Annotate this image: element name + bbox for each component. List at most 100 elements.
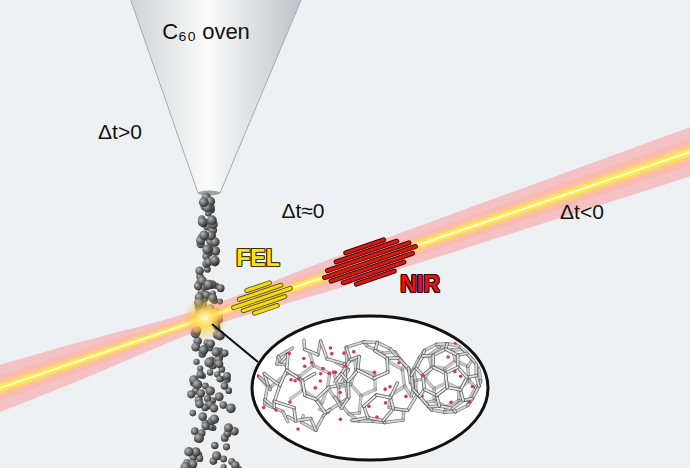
panel-frame bbox=[0, 31, 68, 220]
fullerene-cage-part bbox=[280, 370, 287, 385]
fullerene-cage-part bbox=[446, 367, 458, 373]
molecule-beam-part bbox=[187, 390, 195, 398]
diffraction-image-part bbox=[398, 34, 682, 150]
fullerene-cage-part bbox=[433, 349, 445, 355]
fullerene-cage-part bbox=[390, 398, 393, 409]
fullerene-cage-part bbox=[327, 359, 344, 364]
detector-seam bbox=[162, 28, 164, 118]
fullerene-cage-part bbox=[364, 395, 377, 406]
fullerene-cage-part bbox=[302, 381, 304, 396]
diffraction-image-part bbox=[248, 20, 380, 192]
fullerene-cage-part bbox=[467, 353, 476, 363]
fullerene-cage-part bbox=[432, 410, 445, 413]
molecule-beam-part bbox=[215, 392, 224, 401]
fullerene-cage-part bbox=[433, 367, 445, 373]
fullerene-cage-part bbox=[402, 370, 404, 387]
diffraction-image bbox=[0, 40, 60, 118]
fullerene-cage-part bbox=[446, 373, 448, 387]
atom-dot bbox=[352, 350, 356, 354]
text-holder: C₆₀ oven bbox=[162, 19, 250, 44]
molecule-beam-part bbox=[210, 256, 219, 265]
molecule-beam-part bbox=[221, 464, 227, 468]
molecule-beam-part bbox=[220, 456, 227, 463]
fullerene-cage-part bbox=[411, 375, 413, 389]
fullerene-cage-part bbox=[360, 396, 361, 413]
fullerene-cage-part bbox=[316, 387, 329, 399]
detector-seam bbox=[525, 34, 527, 150]
atom-dot bbox=[287, 352, 291, 356]
molecule-beam-part bbox=[204, 280, 214, 290]
fullerene-cage-part bbox=[423, 375, 425, 389]
detector-seam bbox=[33, 40, 35, 118]
diffraction-image-part bbox=[78, 28, 200, 118]
text-holder: Δt>0 bbox=[98, 120, 142, 144]
atom-dot bbox=[384, 401, 388, 405]
oven-label: C₆₀ oven bbox=[162, 19, 250, 44]
fullerene-cage-part bbox=[388, 361, 403, 370]
fullerene-cage-part bbox=[467, 353, 476, 363]
fullerene-cage-part bbox=[460, 377, 467, 389]
fullerene-cage-part bbox=[433, 349, 445, 355]
fullerene-cage-part bbox=[305, 395, 316, 399]
fullerene-cage-part bbox=[341, 360, 350, 374]
molecule-beam-part bbox=[184, 447, 193, 456]
atom-dot bbox=[367, 405, 371, 409]
fullerene-cage bbox=[334, 342, 424, 423]
atom-dot bbox=[330, 352, 334, 356]
fullerene-cage-part bbox=[385, 420, 403, 422]
molecule-beam-part bbox=[192, 379, 202, 389]
fullerene-cage-part bbox=[425, 379, 434, 389]
fullerene-cage-part bbox=[416, 356, 423, 368]
atom-dot bbox=[397, 361, 401, 365]
fullerene-cage-part bbox=[352, 418, 368, 421]
atom-dot bbox=[446, 355, 450, 359]
fullerene-cage-part bbox=[424, 389, 436, 395]
detector-seam bbox=[525, 227, 527, 330]
fullerene-cage-part bbox=[311, 418, 316, 430]
atom-dot bbox=[313, 386, 317, 390]
fullerene-cage-part bbox=[351, 384, 361, 396]
molecule-beam-part bbox=[198, 217, 208, 227]
diffraction-image-part bbox=[0, 142, 60, 208]
fel-label: FEL bbox=[236, 245, 279, 271]
detector-seam bbox=[33, 142, 35, 208]
fullerene-cage-part bbox=[479, 367, 481, 381]
fullerene-cage-part bbox=[280, 370, 287, 385]
fullerene-cage-part bbox=[453, 400, 464, 408]
nir-pulse-part bbox=[328, 243, 409, 271]
fullerene-cage-part bbox=[291, 390, 303, 399]
atom-dot bbox=[454, 341, 458, 345]
fullerene-cage-part bbox=[446, 349, 458, 355]
atom-dot bbox=[329, 346, 333, 350]
molecule-beam-part bbox=[206, 340, 215, 349]
fullerene-cage-part bbox=[408, 395, 417, 411]
fullerene-cage-part bbox=[316, 416, 324, 430]
molecule-beam-part bbox=[193, 359, 199, 365]
diffraction-image bbox=[78, 28, 232, 118]
fullerene-cage-part bbox=[374, 372, 388, 378]
fullerene-cage-part bbox=[416, 356, 423, 368]
diffraction-image-part bbox=[78, 146, 232, 230]
fullerene-cage-part bbox=[361, 389, 375, 395]
fullerene-cage-part bbox=[346, 342, 364, 347]
fullerene-cage-part bbox=[385, 358, 389, 372]
fullerene-cage-part bbox=[432, 410, 445, 413]
fullerene-cage-part bbox=[383, 409, 393, 421]
diffraction-image-part bbox=[78, 28, 232, 118]
atom-dot bbox=[327, 372, 331, 376]
fullerene-cage-part bbox=[457, 355, 459, 367]
fullerene-cage-part bbox=[360, 396, 361, 413]
atom-dot bbox=[288, 400, 292, 404]
molecule-beam-part bbox=[211, 347, 220, 356]
detector-seam bbox=[248, 97, 380, 98]
delay-label: Δt≈0 bbox=[281, 199, 324, 223]
fullerene-cage-part bbox=[439, 406, 452, 409]
text-holder: FEL bbox=[236, 245, 279, 271]
fullerene-cage-part bbox=[424, 344, 436, 350]
fullerene-cage-part bbox=[316, 399, 325, 412]
atom-dot bbox=[289, 378, 293, 382]
fullerene-cage-part bbox=[361, 389, 375, 395]
detector-seam bbox=[398, 273, 682, 274]
